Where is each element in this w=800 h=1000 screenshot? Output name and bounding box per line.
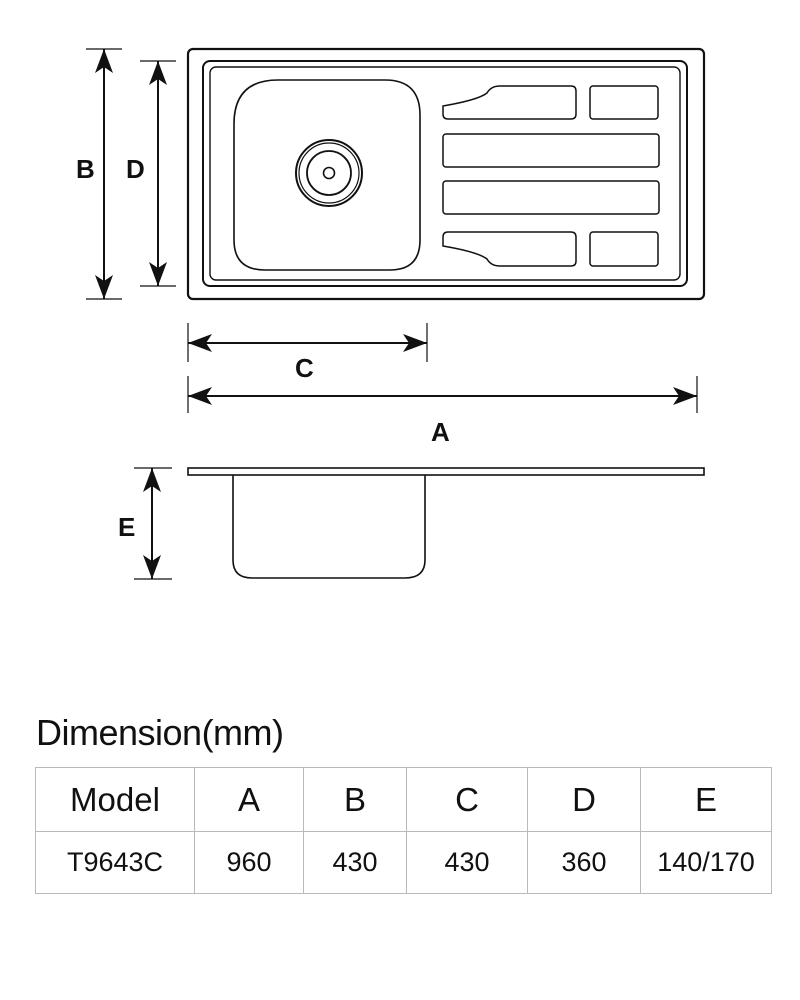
header-b: B [303, 767, 407, 832]
sink-bowl [233, 79, 421, 271]
groove-tapered-top [442, 85, 577, 120]
groove-long-1 [442, 133, 660, 168]
header-d: D [527, 767, 641, 832]
drain-icon [295, 139, 363, 207]
dimension-e [134, 467, 172, 580]
cell-c: 430 [406, 831, 528, 894]
side-bowl [232, 475, 426, 579]
sink-inner-rim [202, 60, 688, 287]
cell-model: T9643C [35, 831, 195, 894]
groove-tapered-bottom [442, 231, 577, 267]
table-header-row: Model A B C D E [35, 767, 772, 832]
dimension-a-label: A [431, 417, 450, 447]
cell-d: 360 [527, 831, 641, 894]
groove-small-bottom [589, 231, 659, 267]
sink-outer-rim [186, 47, 706, 301]
sink-top-view [186, 47, 706, 301]
dimension-c [187, 323, 428, 362]
dimension-table: Model A B C D E T9643C 960 430 430 360 1… [35, 767, 772, 894]
drainboard-grooves [442, 85, 660, 267]
header-e: E [640, 767, 772, 832]
dimension-title: Dimension(mm) [36, 712, 284, 753]
dimension-b [86, 48, 122, 300]
dimension-d-label: D [126, 154, 145, 184]
side-rim [187, 467, 705, 476]
groove-long-2 [442, 180, 660, 215]
sink-inner-rim-2 [209, 66, 681, 281]
header-model: Model [35, 767, 195, 832]
cell-a: 960 [194, 831, 304, 894]
dimension-b-label: B [76, 154, 95, 184]
sink-side-view [187, 467, 705, 579]
table-row: T9643C 960 430 430 360 140/170 [35, 831, 772, 894]
dimension-d [140, 60, 176, 287]
dimension-e-label: E [118, 512, 135, 542]
cell-b: 430 [303, 831, 407, 894]
dimension-c-label: C [295, 353, 314, 383]
cell-e: 140/170 [640, 831, 772, 894]
groove-small-top [589, 85, 659, 120]
dimension-a [187, 376, 698, 413]
header-c: C [406, 767, 528, 832]
sink-diagram: B D C A E [76, 47, 706, 580]
header-a: A [194, 767, 304, 832]
